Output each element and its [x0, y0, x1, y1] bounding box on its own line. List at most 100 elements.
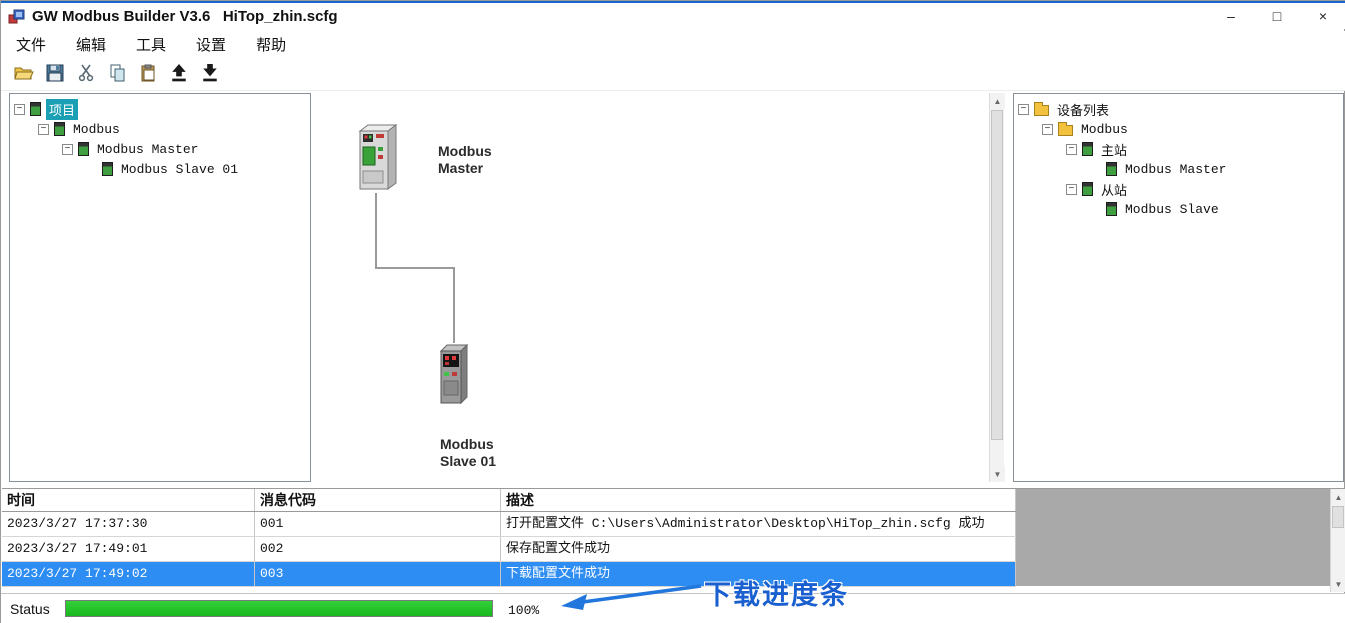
tree-label[interactable]: Modbus Slave	[1125, 201, 1219, 217]
modbus-master-device[interactable]	[356, 123, 400, 200]
download-progress-bar	[65, 600, 493, 617]
log-cell-code: 002	[255, 537, 501, 561]
canvas-vertical-scrollbar[interactable]: ▲ ▼	[989, 93, 1005, 482]
app-icon	[8, 7, 26, 25]
copy-button[interactable]	[104, 61, 130, 87]
tree-label[interactable]: 主站	[1101, 143, 1128, 159]
log-row[interactable]: 2023/3/27 17:49:01 002 保存配置文件成功	[2, 537, 1016, 562]
tree-item-modbus-slave-device[interactable]: Modbus Slave	[1014, 199, 1343, 219]
minimize-button[interactable]: –	[1208, 3, 1254, 29]
collapse-icon[interactable]	[1066, 143, 1077, 155]
open-folder-icon	[14, 64, 34, 85]
message-log-table: 时间 消息代码 描述 2023/3/27 17:37:30 001 打开配置文件…	[2, 489, 1016, 587]
log-cell-desc: 打开配置文件 C:\Users\Administrator\Desktop\Hi…	[501, 512, 1016, 536]
scrollbar-thumb[interactable]	[991, 110, 1003, 440]
tree-item-master-station[interactable]: 主站	[1014, 139, 1343, 159]
menu-help[interactable]: 帮助	[256, 37, 287, 54]
log-cell-time: 2023/3/27 17:49:01	[2, 537, 255, 561]
log-row-selected[interactable]: 2023/3/27 17:49:02 003 下载配置文件成功	[2, 562, 1016, 587]
tree-item-project-root[interactable]: 项目	[10, 98, 310, 120]
menubar: 文件 编辑 工具 设置 帮助	[1, 31, 1345, 58]
scroll-down-icon[interactable]: ▼	[990, 466, 1005, 482]
device-icon	[54, 122, 65, 136]
scissors-icon	[78, 64, 94, 85]
device-icon	[1082, 182, 1093, 196]
menu-tools[interactable]: 工具	[136, 37, 167, 54]
tree-label[interactable]: 设备列表	[1057, 103, 1110, 119]
tree-label[interactable]: Modbus	[73, 121, 120, 137]
log-cell-code: 003	[255, 562, 501, 586]
save-button[interactable]	[42, 61, 68, 87]
tree-label[interactable]: Modbus Slave 01	[121, 161, 239, 177]
collapse-icon[interactable]	[62, 143, 73, 155]
cut-button[interactable]	[73, 61, 99, 87]
topology-canvas[interactable]: Modbus Master Modbus Slave 01 ▲ ▼	[312, 93, 1005, 482]
download-button[interactable]	[197, 61, 223, 87]
tree-item-modbus-master-device[interactable]: Modbus Master	[1014, 159, 1343, 179]
upload-arrow-icon	[170, 63, 188, 85]
toolbar	[1, 58, 1345, 91]
upload-button[interactable]	[166, 61, 192, 87]
connection-wire	[375, 193, 455, 343]
folder-icon	[1058, 121, 1073, 136]
collapse-icon[interactable]	[1042, 123, 1053, 135]
tree-label[interactable]: Modbus Master	[1125, 161, 1227, 177]
device-tree: 设备列表 Modbus 主站 Modbus Master 从站 Modbus S…	[1014, 94, 1343, 219]
window-title: GW Modbus Builder V3.6 HiTop_zhin.scfg	[32, 7, 338, 25]
device-icon	[1082, 142, 1093, 156]
tree-label[interactable]: Modbus	[1081, 121, 1128, 137]
tree-label[interactable]: 从站	[1101, 183, 1128, 199]
device-icon	[1106, 202, 1117, 216]
open-file-button[interactable]	[11, 61, 37, 87]
project-tree-panel: 项目 Modbus Modbus Master Modbus Slave 01	[9, 93, 311, 482]
collapse-icon[interactable]	[14, 103, 25, 115]
window-controls: – □ ×	[1208, 3, 1345, 29]
modbus-slave-device[interactable]	[434, 341, 472, 412]
scroll-up-icon[interactable]: ▲	[1331, 489, 1345, 505]
progress-percent: 100%	[508, 603, 540, 618]
scroll-up-icon[interactable]: ▲	[990, 93, 1005, 109]
log-header-desc[interactable]: 描述	[501, 489, 1016, 511]
menu-edit[interactable]: 编辑	[76, 37, 107, 54]
log-header-code[interactable]: 消息代码	[255, 489, 501, 511]
log-row[interactable]: 2023/3/27 17:37:30 001 打开配置文件 C:\Users\A…	[2, 512, 1016, 537]
device-icon	[102, 162, 113, 176]
tree-item-device-list[interactable]: 设备列表	[1014, 99, 1343, 119]
scrollbar-thumb[interactable]	[1332, 506, 1344, 528]
save-icon	[46, 64, 64, 85]
device-list-panel: 设备列表 Modbus 主站 Modbus Master 从站 Modbus S…	[1013, 93, 1344, 482]
collapse-icon[interactable]	[38, 123, 49, 135]
log-cell-time: 2023/3/27 17:49:02	[2, 562, 255, 586]
tree-item-modbus-slave-01[interactable]: Modbus Slave 01	[10, 159, 310, 179]
tree-label[interactable]: 项目	[46, 98, 79, 120]
progress-fill	[66, 601, 492, 616]
tree-item-modbus-master[interactable]: Modbus Master	[10, 139, 310, 159]
menu-file[interactable]: 文件	[16, 37, 47, 54]
device-icon	[78, 142, 89, 156]
collapse-icon[interactable]	[1066, 183, 1077, 195]
message-log-area: 时间 消息代码 描述 2023/3/27 17:37:30 001 打开配置文件…	[2, 488, 1345, 592]
tree-item-slave-station[interactable]: 从站	[1014, 179, 1343, 199]
folder-icon	[1034, 101, 1049, 116]
paste-button[interactable]	[135, 61, 161, 87]
collapse-icon[interactable]	[1018, 103, 1029, 115]
tree-item-modbus-folder[interactable]: Modbus	[1014, 119, 1343, 139]
scroll-down-icon[interactable]: ▼	[1331, 576, 1345, 592]
log-header-time[interactable]: 时间	[2, 489, 255, 511]
annotation-arrow-icon	[561, 584, 702, 610]
device-icon	[30, 102, 41, 116]
statusbar: Status 100%	[1, 593, 1345, 623]
log-header-row: 时间 消息代码 描述	[2, 489, 1016, 512]
tree-item-modbus[interactable]: Modbus	[10, 119, 310, 139]
project-tree: 项目 Modbus Modbus Master Modbus Slave 01	[10, 94, 310, 179]
slave-label: Modbus Slave 01	[440, 436, 497, 469]
log-cell-code: 001	[255, 512, 501, 536]
maximize-button[interactable]: □	[1254, 3, 1300, 29]
close-button[interactable]: ×	[1300, 3, 1345, 29]
master-label: Modbus Master	[438, 143, 492, 176]
menu-settings[interactable]: 设置	[196, 37, 227, 54]
tree-label[interactable]: Modbus Master	[97, 141, 199, 157]
device-icon	[1106, 162, 1117, 176]
log-cell-desc: 保存配置文件成功	[501, 537, 1016, 561]
log-vertical-scrollbar[interactable]: ▲ ▼	[1330, 489, 1345, 592]
